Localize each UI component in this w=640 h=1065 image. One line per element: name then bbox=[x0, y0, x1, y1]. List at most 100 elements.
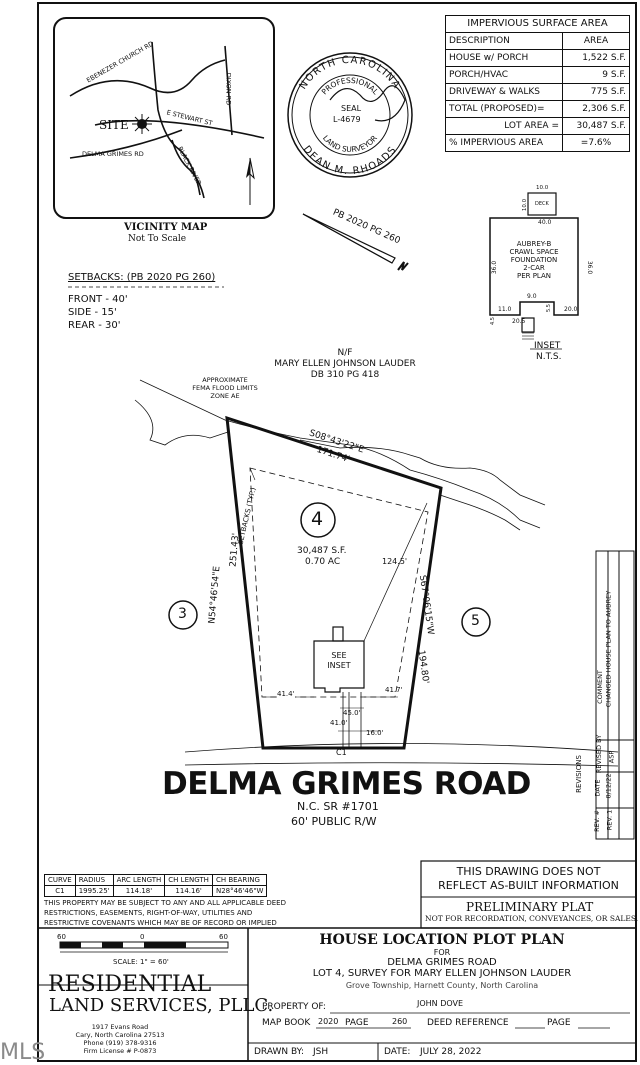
lot-3-circle bbox=[168, 600, 198, 630]
lot-house bbox=[313, 626, 365, 693]
vicinity-roads bbox=[69, 41, 265, 199]
see-inset-line: INSET bbox=[327, 661, 351, 670]
impervious-table: IMPERVIOUS SURFACE AREA DESCRIPTION AREA… bbox=[445, 15, 630, 152]
inset-right-dim: 36.0 bbox=[586, 260, 594, 275]
road-sr: N.C. SR #1701 bbox=[297, 800, 379, 813]
mls-watermark: MLS bbox=[0, 1040, 46, 1065]
disclaimer: THIS PROPERTY MAY BE SUBJECT TO ANY AND … bbox=[44, 898, 286, 928]
inset-label-line: FOUNDATION bbox=[510, 256, 558, 264]
plot-plan-for: FOR bbox=[433, 948, 451, 957]
company-address: 1917 Evans Road Cary, North Carolina 275… bbox=[60, 1023, 180, 1055]
inset-house bbox=[489, 192, 579, 333]
map-book-value: 2020 bbox=[318, 1017, 339, 1026]
inset-dim: 4.5 bbox=[489, 317, 496, 325]
road-rw: 60' PUBLIC R/W bbox=[291, 815, 377, 828]
revisions-box bbox=[595, 550, 635, 840]
flood-note: APPROXIMATE FEMA FLOOD LIMITS ZONE AE bbox=[180, 376, 270, 400]
inset-label-line: 2-CAR bbox=[523, 264, 545, 272]
setback-item: SIDE - 15' bbox=[68, 307, 117, 318]
lot-boundary bbox=[225, 415, 443, 750]
title-block: HOUSE LOCATION PLOT PLAN FOR DELMA GRIME… bbox=[248, 932, 636, 991]
rev-header-date: DATE bbox=[593, 779, 602, 797]
site-star-icon bbox=[132, 114, 152, 134]
seal-inner-bottom: LAND SURVEYOR bbox=[321, 134, 379, 154]
vicinity-map-frame bbox=[53, 17, 275, 219]
inset-label-line: PER PLAN bbox=[516, 272, 552, 280]
curve-cell: 114.16' bbox=[164, 885, 213, 897]
inset-left-dim: 36.0 bbox=[491, 260, 499, 275]
inset-title: INSET bbox=[534, 341, 561, 351]
scale-tick: 60 bbox=[57, 933, 66, 941]
curve-header: CURVE bbox=[44, 874, 76, 886]
lot-number: 4 bbox=[311, 508, 324, 530]
curve-header: CH BEARING bbox=[211, 874, 268, 886]
drawn-by-value: JSH bbox=[313, 1047, 329, 1057]
flood-line: FEMA FLOOD LIMITS bbox=[192, 384, 258, 392]
impervious-desc: TOTAL (PROPOSED)= bbox=[445, 100, 563, 118]
impervious-area: 775 S.F. bbox=[562, 83, 630, 101]
dim-45: 45.0' bbox=[343, 709, 361, 717]
see-inset-label: SEE INSET bbox=[318, 651, 360, 671]
curve-cell: 114.18' bbox=[112, 885, 166, 897]
neighbor-lot-3: 3 bbox=[178, 606, 187, 622]
impervious-area: =7.6% bbox=[562, 134, 630, 152]
inset-dim: 9.0 bbox=[527, 293, 537, 300]
impervious-area: 1,522 S.F. bbox=[562, 49, 630, 67]
map-book-page-label: PAGE bbox=[345, 1018, 369, 1028]
setbacks-title: SETBACKS: (PB 2020 PG 260) bbox=[68, 272, 216, 283]
drawn-by-label: DRAWN BY: bbox=[254, 1047, 304, 1057]
curve-label: C1 bbox=[336, 748, 347, 757]
disclaimer-line: RESTRICTIONS, EASEMENTS, RIGHT-OF-WAY, U… bbox=[44, 909, 253, 917]
inset-dim: 11.0 bbox=[498, 306, 512, 313]
inset-dim: 20.5 bbox=[512, 318, 526, 325]
vicinity-title: VICINITY MAP bbox=[124, 222, 208, 233]
road-label-dixon: DIXON RD bbox=[224, 72, 233, 106]
impervious-title: IMPERVIOUS SURFACE AREA bbox=[445, 15, 630, 33]
vicinity-subtitle: Not To Scale bbox=[128, 234, 187, 244]
rev-row-date: 8/12/22 bbox=[604, 773, 613, 799]
dim-41: 41.0' bbox=[330, 719, 348, 727]
seal-outer-top: NORTH CAROLINA bbox=[298, 55, 403, 92]
setback-item: FRONT - 40' bbox=[68, 294, 128, 305]
plot-plan-lot: LOT 4, SURVEY FOR MARY ELLEN JOHNSON LAU… bbox=[312, 968, 572, 979]
rev-row-by: ASP bbox=[607, 750, 616, 764]
road-name: DELMA GRIMES ROAD bbox=[162, 766, 531, 802]
impervious-desc: % IMPERVIOUS AREA bbox=[445, 134, 563, 152]
curve-cell: N28°46'46"W bbox=[211, 885, 268, 897]
note-box bbox=[420, 860, 637, 929]
neighbor-lot-5: 5 bbox=[471, 613, 480, 629]
scale-label: SCALE: 1" = 60' bbox=[113, 958, 169, 966]
impervious-area: 9 S.F. bbox=[562, 66, 630, 84]
inset-dim: 5.5 bbox=[545, 304, 552, 312]
surveyor-seal bbox=[287, 52, 413, 178]
setback-item: REAR - 30' bbox=[68, 320, 121, 331]
road-label-delma: DELMA GRIMES RD bbox=[82, 150, 144, 158]
date-value: JULY 28, 2022 bbox=[420, 1047, 482, 1057]
company-address-line: 1917 Evans Road bbox=[91, 1023, 149, 1031]
flood-line: ZONE AE bbox=[210, 392, 240, 400]
scale-bar bbox=[59, 941, 229, 953]
inset-house-label: AUBREY-B CRAWL SPACE FOUNDATION 2-CAR PE… bbox=[500, 240, 568, 280]
company-license: Firm License # P-0873 bbox=[83, 1047, 157, 1055]
company-address-line: Cary, North Carolina 27513 bbox=[75, 1031, 165, 1039]
curve-cell: 1995.25' bbox=[74, 885, 114, 897]
lot-area-ac: 0.70 AC bbox=[305, 557, 341, 567]
inset-top-dim: 40.0 bbox=[538, 219, 552, 226]
disclaimer-line: RESTRICTIVE COVENANTS WHICH MAY BE OF RE… bbox=[44, 919, 277, 927]
impervious-col-desc: DESCRIPTION bbox=[445, 32, 563, 50]
dim-left-setback: 41.4' bbox=[277, 690, 295, 698]
dim-right-setback: 41.7' bbox=[385, 686, 403, 694]
inset-deck-label: DECK bbox=[535, 201, 549, 207]
plot-plan-road: DELMA GRIMES ROAD bbox=[387, 957, 497, 968]
owner-nf: N/F bbox=[337, 348, 353, 358]
curve-table: CURVE RADIUS ARC LENGTH CH LENGTH CH BEA… bbox=[44, 874, 268, 897]
plot-plan-title: HOUSE LOCATION PLOT PLAN bbox=[319, 932, 565, 948]
impervious-desc: HOUSE w/ PORCH bbox=[445, 49, 563, 67]
map-book-page-value: 260 bbox=[392, 1017, 408, 1026]
disclaimer-line: THIS PROPERTY MAY BE SUBJECT TO ANY AND … bbox=[44, 899, 286, 907]
flood-line: APPROXIMATE bbox=[202, 376, 248, 384]
seal-word: SEAL bbox=[341, 104, 362, 113]
impervious-desc: LOT AREA = bbox=[445, 117, 563, 135]
seal-signature bbox=[329, 85, 406, 122]
